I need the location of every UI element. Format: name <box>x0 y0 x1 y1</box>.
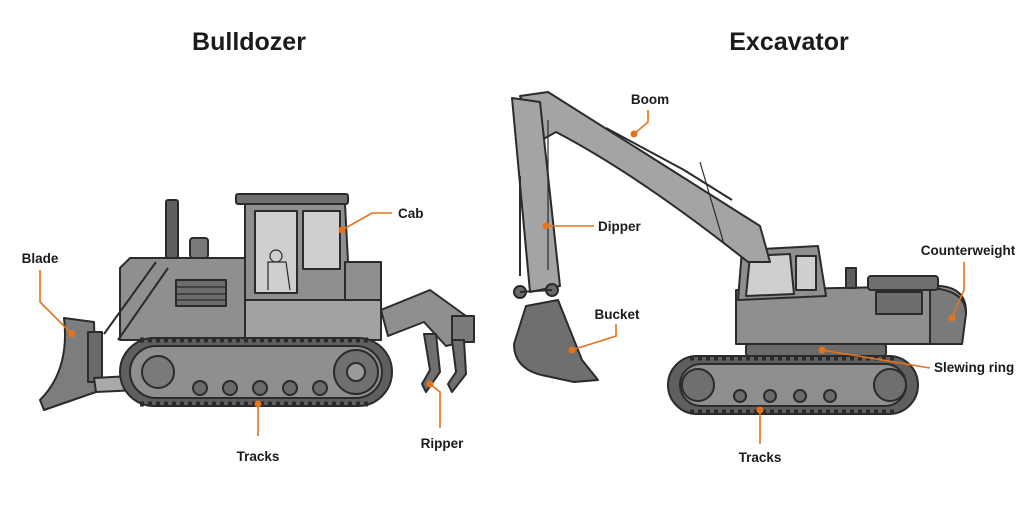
engine-cover <box>867 275 939 291</box>
ripper-shank-2 <box>447 339 467 393</box>
label-counterweight: Counterweight <box>921 243 1016 258</box>
label-bucket: Bucket <box>594 307 640 322</box>
air-intake <box>189 237 209 259</box>
label-slewing-ring: Slewing ring <box>934 360 1014 375</box>
excavator-cab-window <box>745 253 795 297</box>
label-excavator-tracks: Tracks <box>739 450 782 465</box>
bulldozer-cab-roof <box>235 193 349 205</box>
excavator-title: Excavator <box>729 28 849 56</box>
label-cab: Cab <box>398 206 424 221</box>
bulldozer-cab-window-left <box>254 210 298 294</box>
label-ripper: Ripper <box>421 436 465 451</box>
slewing-ring <box>745 343 887 357</box>
dozer-blade <box>39 317 97 411</box>
engine-grille <box>175 279 227 307</box>
bulldozer-body-plate <box>244 299 382 341</box>
bucket <box>513 299 599 383</box>
excavator-illustration <box>511 91 967 415</box>
bulldozer-title: Bulldozer <box>192 28 306 56</box>
ripper-shank-1 <box>421 333 441 393</box>
bulldozer-cab-window-right <box>302 210 341 270</box>
label-boom: Boom <box>631 92 669 107</box>
label-blade: Blade <box>22 251 59 266</box>
bulldozer-illustration <box>39 193 475 411</box>
label-bulldozer-tracks: Tracks <box>237 449 280 464</box>
counterweight <box>929 287 967 345</box>
leader-lines <box>39 110 965 444</box>
boom-cylinder <box>605 127 685 171</box>
exhaust-stack <box>165 199 179 259</box>
boom <box>519 91 771 263</box>
label-dipper: Dipper <box>598 219 642 234</box>
